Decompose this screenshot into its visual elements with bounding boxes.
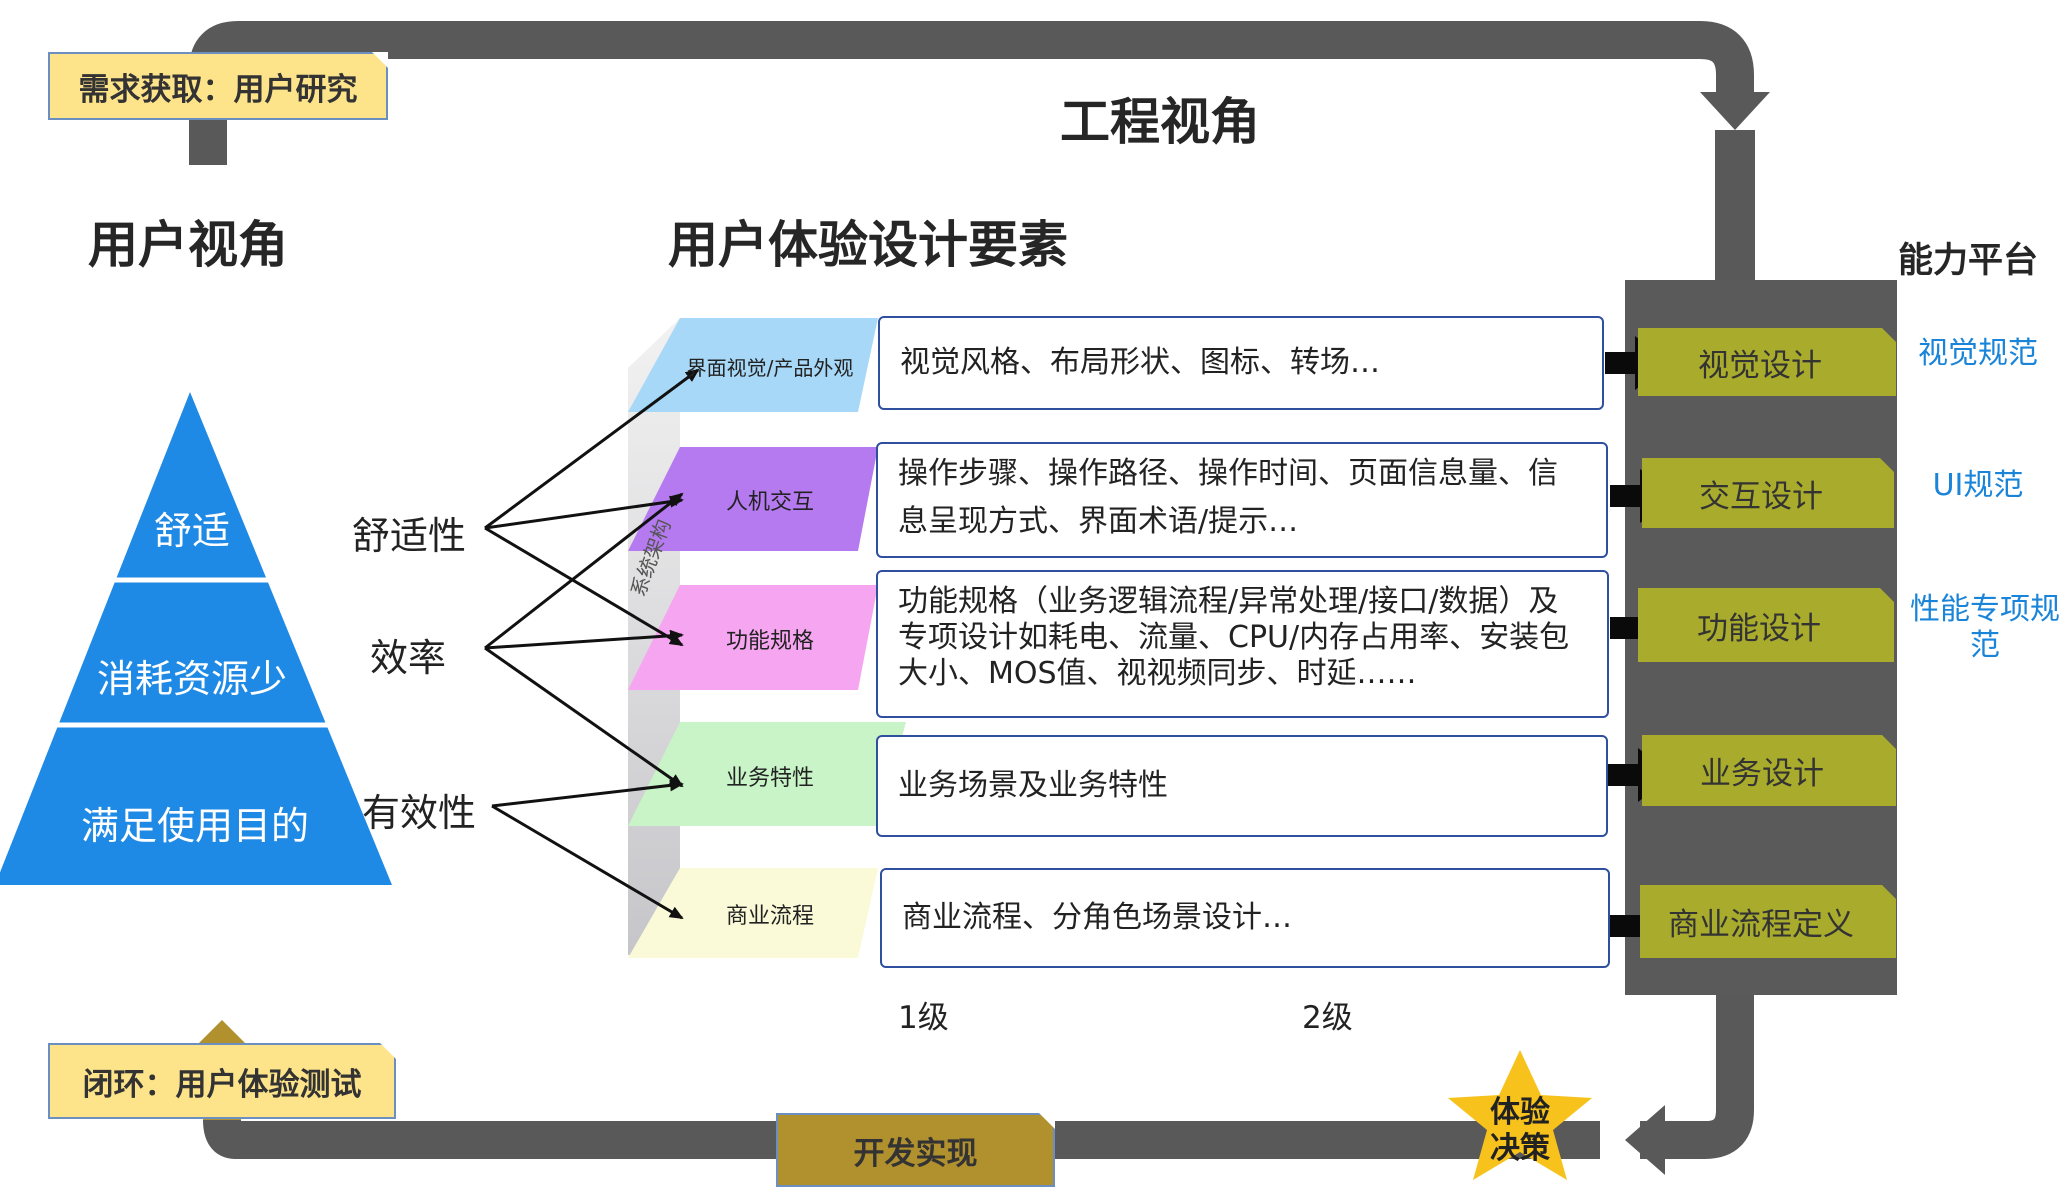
layer-description-interaction: 操作步骤、操作路径、操作时间、页面信息量、信息呈现方式、界面术语/提示… [876, 442, 1608, 558]
engineering-perspective-heading: 工程视角 [1060, 93, 1260, 151]
layer-description-function: 功能规格（业务逻辑流程/异常处理/接口/数据）及专项设计如耗电、流量、CPU/内… [876, 570, 1609, 718]
development-note: 开发实现 [776, 1113, 1055, 1187]
pyramid-level-middle: 消耗资源少 [96, 657, 287, 701]
attribute-comfort: 舒适性 [352, 514, 467, 558]
layer-shape [628, 722, 906, 826]
requirement-note-text: 需求获取：用户研究 [78, 71, 358, 108]
capability-visual-design: 视觉设计 [1698, 347, 1822, 384]
layer-shape [628, 585, 878, 690]
layer-description-visual: 视觉风格、布局形状、图标、转场… [878, 316, 1604, 410]
standard-ui-spec: UI规范 [1932, 468, 2024, 503]
level-1-label: 1级 [898, 1000, 949, 1036]
capability-business-design: 业务设计 [1700, 756, 1824, 792]
layer-label-business: 业务特性 [725, 766, 814, 791]
ux-elements-heading: 用户体验设计要素 [668, 216, 1068, 274]
capability-function-design: 功能设计 [1697, 610, 1821, 647]
attribute-effectiveness: 有效性 [362, 791, 477, 835]
pyramid-level-bottom: 满足使用目的 [80, 804, 309, 848]
layer-label-commerce: 商业流程 [725, 904, 814, 929]
user-perspective-heading: 用户视角 [88, 216, 288, 274]
closed-loop-note-text: 闭环：用户体验测试 [82, 1066, 362, 1103]
layer-label-function: 功能规格 [725, 629, 814, 654]
layer-shape [628, 447, 878, 551]
standard-visual-spec: 视觉规范 [1918, 336, 2038, 371]
capability-commerce-definition: 商业流程定义 [1668, 907, 1854, 943]
layer-description-interaction-text: 操作步骤、操作路径、操作时间、页面信息量、信息呈现方式、界面术语/提示… [898, 456, 1558, 539]
layer-label-visual: 界面视觉/产品外观 [686, 356, 854, 380]
layer-description-commerce-text: 商业流程、分角色场景设计… [902, 900, 1292, 936]
decision-label-line1: 体验 [1490, 1095, 1550, 1130]
requirement-note: 需求获取：用户研究 [48, 52, 388, 120]
layer-description-visual-text: 视觉风格、布局形状、图标、转场… [900, 345, 1380, 381]
pyramid-chart [0, 392, 392, 885]
layer-description-function-text: 功能规格（业务逻辑流程/异常处理/接口/数据）及专项设计如耗电、流量、CPU/内… [898, 584, 1570, 691]
decision-label: 体验 决策 [1488, 1095, 1552, 1167]
standard-performance-spec: 性能专项规范 [1910, 592, 2060, 663]
capability-interaction-design: 交互设计 [1699, 478, 1823, 515]
layer-description-business-text: 业务场景及业务特性 [898, 768, 1168, 804]
capability-tabs [1638, 328, 1896, 958]
layer-stack [628, 318, 906, 958]
level-2-label: 2级 [1302, 1000, 1353, 1036]
layer-shape [628, 868, 878, 958]
decision-label-line2: 决策 [1490, 1131, 1550, 1166]
pyramid-level-top: 舒适 [153, 509, 230, 553]
development-note-text: 开发实现 [853, 1135, 978, 1172]
decision-star-icon [1448, 1050, 1592, 1180]
layer-description-commerce: 商业流程、分角色场景设计… [880, 868, 1610, 968]
capability-platform-heading: 能力平台 [1898, 241, 2039, 281]
layer-description-business: 业务场景及业务特性 [876, 735, 1608, 837]
attribute-efficiency: 效率 [370, 636, 447, 680]
layer-shape [628, 318, 878, 412]
attribute-connectors [484, 368, 700, 920]
closed-loop-note: 闭环：用户体验测试 [48, 1043, 396, 1119]
layer-label-interaction: 人机交互 [725, 490, 814, 515]
